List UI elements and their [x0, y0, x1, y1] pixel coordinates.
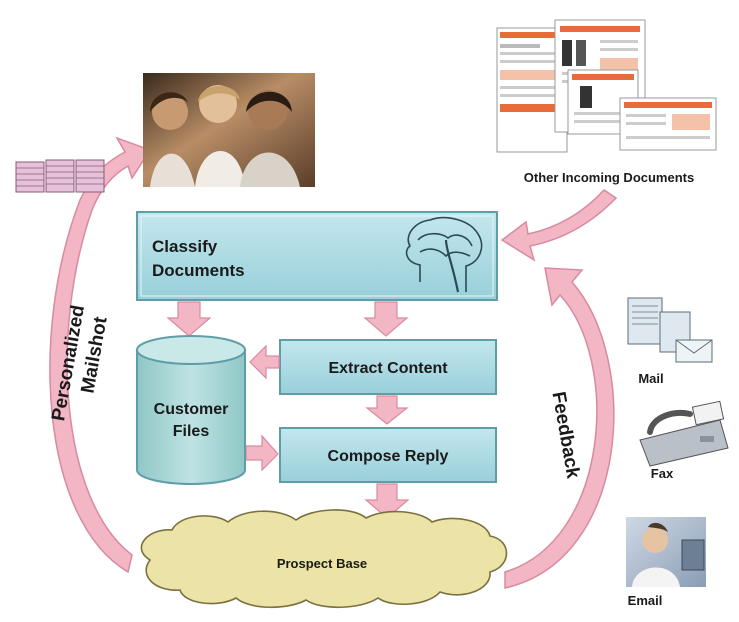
extract-content-label: Extract Content — [328, 360, 448, 377]
prospect-base-cloud — [140, 509, 508, 609]
customer-files-label-line2: Files — [173, 423, 210, 440]
files-to-compose-arrow — [245, 434, 279, 472]
compose-reply-label: Compose Reply — [328, 448, 449, 465]
incoming-documents-icon — [496, 19, 717, 153]
extract-to-files-arrow — [249, 344, 280, 380]
brain-head-icon — [405, 216, 483, 293]
classify-label-line1: Classify — [152, 237, 218, 256]
classify-documents-box — [136, 211, 498, 301]
fax-label: Fax — [651, 466, 674, 481]
mail-icon — [627, 297, 713, 363]
email-label: Email — [628, 593, 663, 608]
other-documents-label: Other Incoming Documents — [524, 170, 694, 185]
email-person-icon — [626, 517, 706, 587]
extract-content-box — [279, 339, 497, 395]
feedback-arrow — [504, 267, 615, 589]
classify-label-line2: Documents — [152, 261, 245, 280]
incoming-documents-arrow — [500, 189, 618, 262]
compose-to-prospect-arrow — [364, 483, 410, 519]
mailshot-arrow — [49, 136, 152, 574]
extract-to-compose-arrow — [365, 395, 409, 425]
mail-label: Mail — [638, 371, 663, 386]
people-photo — [143, 73, 315, 187]
classify-to-files-arrow — [166, 301, 212, 337]
customer-files-cylinder — [136, 335, 246, 485]
customer-files-label-line1: Customer — [154, 401, 229, 418]
mailshot-stacks-icon — [15, 159, 105, 193]
classify-to-extract-arrow — [363, 301, 409, 337]
fax-icon — [639, 400, 729, 467]
feedback-label: Feedback — [547, 390, 583, 480]
prospect-base-label: Prospect Base — [277, 556, 367, 571]
compose-reply-box — [279, 427, 497, 483]
